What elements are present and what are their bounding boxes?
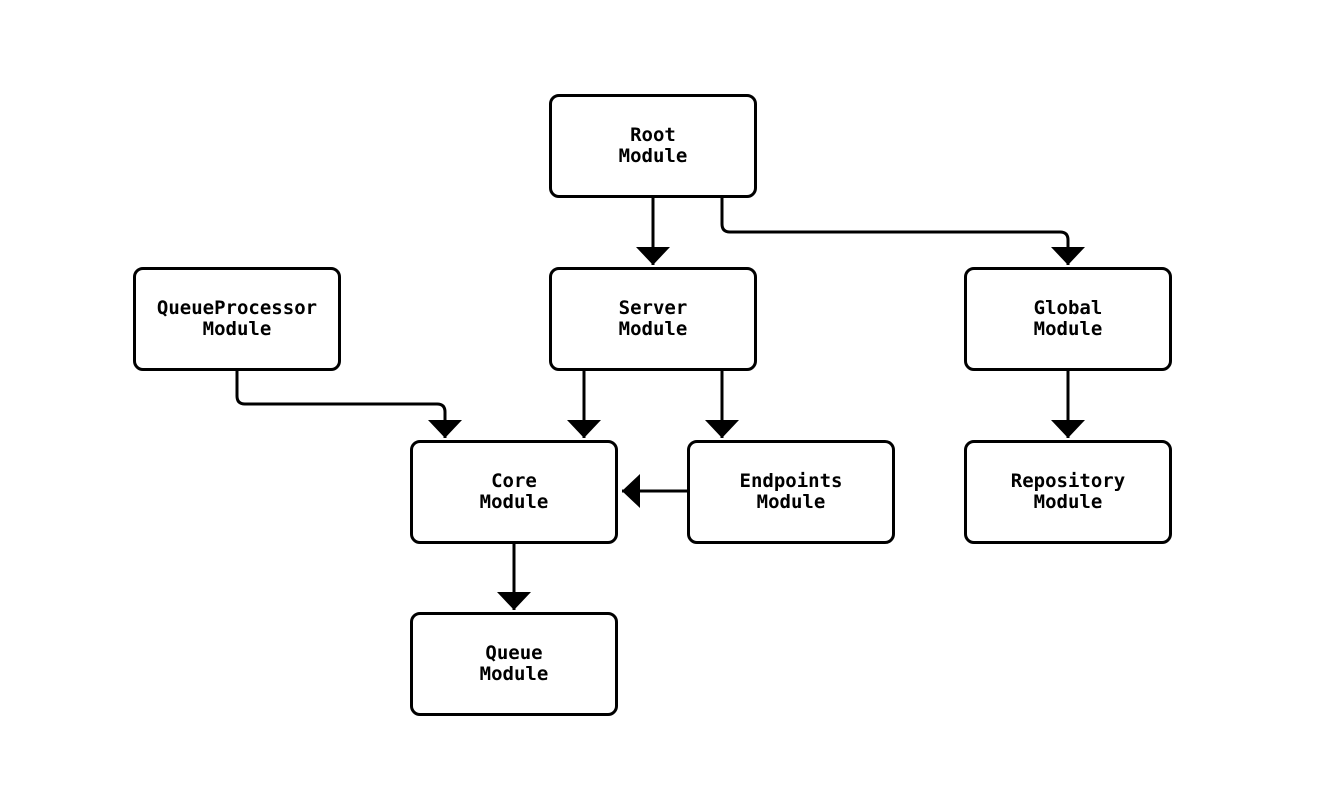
node-root-module-label: Root Module [618, 124, 688, 167]
node-global-module-label: Global Module [1033, 297, 1103, 340]
edge-queueprocessor-to-core [235, 371, 462, 438]
node-queue-module: Queue Module [410, 612, 618, 716]
node-queue-module-label: Queue Module [479, 642, 549, 685]
node-core-module-label: Core Module [479, 470, 549, 513]
node-queueprocessor-module: QueueProcessor Module [133, 267, 341, 371]
node-root-module: Root Module [549, 94, 757, 198]
edge-root-to-global [720, 198, 1085, 265]
node-repository-module: Repository Module [964, 440, 1172, 544]
node-endpoints-module-label: Endpoints Module [739, 470, 843, 513]
node-core-module: Core Module [410, 440, 618, 544]
node-server-module: Server Module [549, 267, 757, 371]
node-endpoints-module: Endpoints Module [687, 440, 895, 544]
node-global-module: Global Module [964, 267, 1172, 371]
node-queueprocessor-module-label: QueueProcessor Module [156, 297, 318, 340]
node-repository-module-label: Repository Module [1010, 470, 1126, 513]
node-server-module-label: Server Module [618, 297, 688, 340]
